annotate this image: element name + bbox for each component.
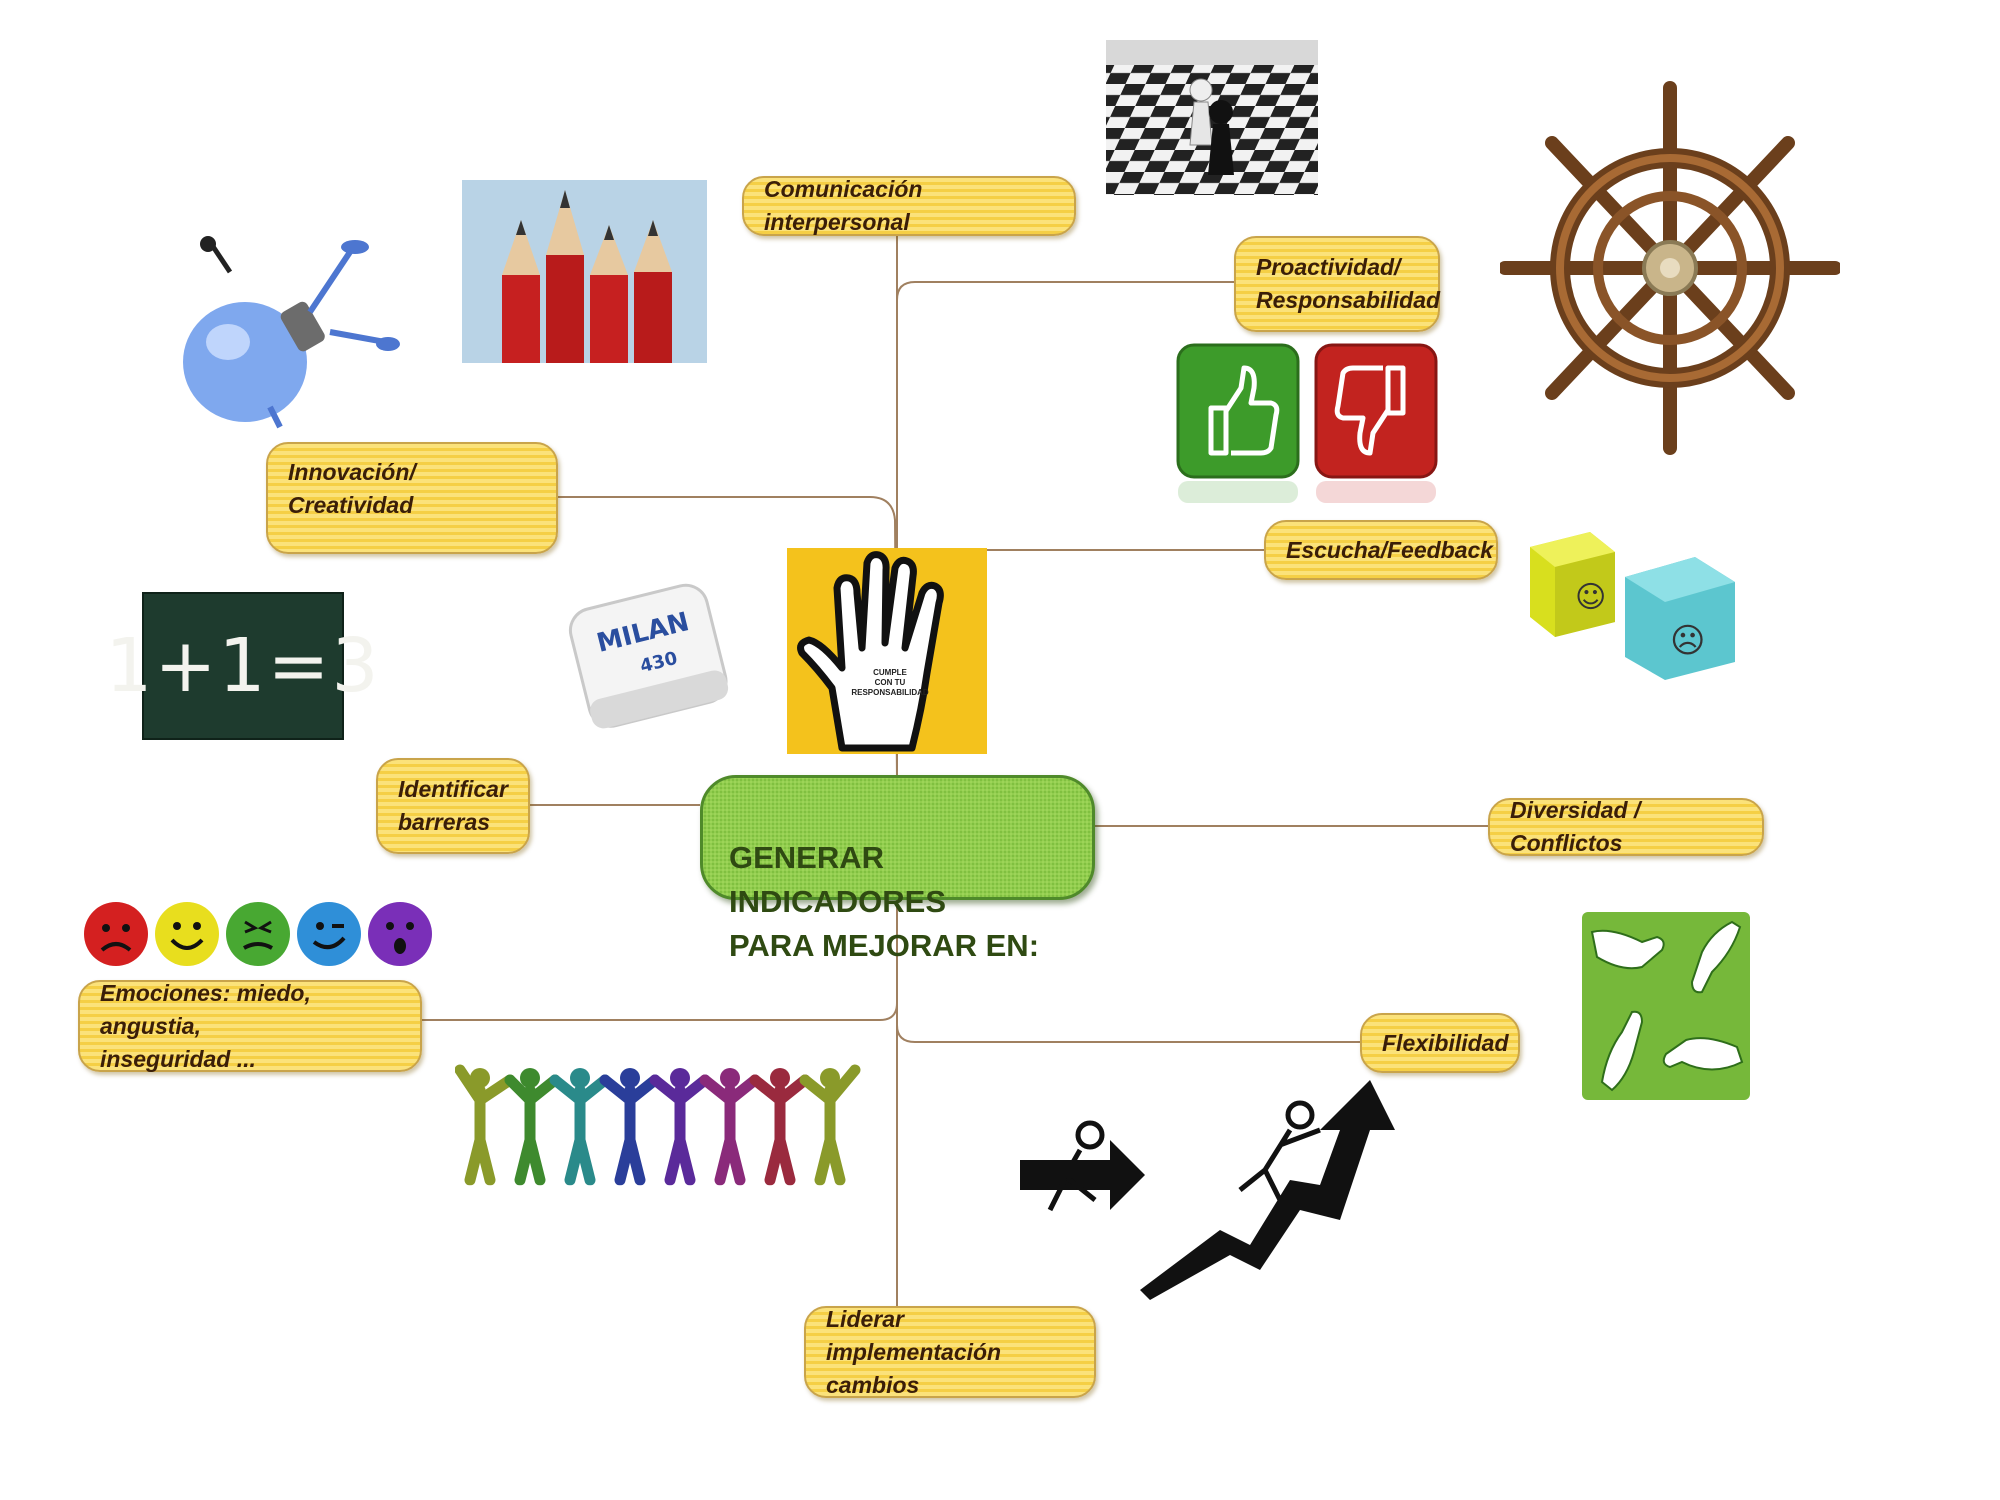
topic-diversidad-conflictos[interactable]: Diversidad / Conflictos [1488,797,1764,856]
hand-icon [797,551,944,752]
topic-label: Innovación/ Creatividad [288,459,416,518]
angry-face-icon [84,902,148,966]
wink-face-icon [297,902,361,966]
chess-image [1106,40,1318,195]
smile-face-icon: ☺ [1575,580,1606,615]
central-topic-label: GENERAR INDICADORES PARA MEJORAR EN: [729,840,1040,963]
topic-escucha-feedback[interactable]: Escucha/Feedback [1264,520,1498,580]
pawn-black-icon [1208,100,1234,175]
pencils-image [462,180,707,363]
topic-proactividad-responsabilidad[interactable]: Proactividad/ Responsabilidad [1234,236,1440,332]
pawn-white-icon [1189,78,1213,146]
topic-liderar-implementacion-cambios[interactable]: Liderar implementación cambios [804,1306,1096,1398]
topic-label: Comunicación interpersonal [764,176,923,235]
topic-label: Proactividad/ Responsabilidad [1256,254,1441,313]
ship-wheel-image [1500,81,1840,455]
chalkboard-text: 1+1=3 [105,623,381,709]
topic-comunicacion-interpersonal[interactable]: Comunicación interpersonal [742,176,1076,236]
topic-label: Liderar implementación cambios [826,1305,1002,1398]
climber-icon [1238,1100,1321,1202]
lightbulb-character-image [183,236,400,429]
thumbs-image [1176,343,1438,503]
surprised-face-icon [368,902,432,966]
topic-flexibilidad[interactable]: Flexibilidad [1360,1013,1520,1073]
thumbs-up-icon [1208,365,1280,456]
hands-icon [1590,920,1744,1092]
topic-emociones[interactable]: Emociones: miedo, angustia, inseguridad … [78,980,422,1072]
sad-face-icon: ☹ [1670,621,1705,661]
hand-text: CUMPLE CON TU RESPONSABILIDAD [851,668,929,697]
connector-flexibilidad [896,900,1362,1043]
hand-responsibility-image: CUMPLE CON TU RESPONSABILIDAD [787,548,987,754]
topic-innovacion-creatividad[interactable]: Innovación/ Creatividad [266,442,558,554]
topic-label: Diversidad / Conflictos [1510,797,1641,856]
central-topic[interactable]: GENERAR INDICADORES PARA MEJORAR EN: [700,775,1095,963]
connector-innovacion [556,496,898,781]
topic-label: Identificar barreras [398,776,508,835]
people-together-image [455,1064,885,1260]
topic-identificar-barreras[interactable]: Identificar barreras [376,758,530,854]
emotions-faces-image [84,902,432,966]
connector-proactividad [896,281,1235,780]
thumbs-down-icon [1334,365,1406,456]
topic-label: Emociones: miedo, angustia, inseguridad … [100,979,311,1072]
happy-face-icon [155,902,219,966]
disgust-face-icon [226,902,290,966]
chalkboard-image: 1+1=3 [105,592,379,740]
climbing-arrows-image [1020,1080,1395,1300]
runner-icon [1040,1120,1105,1212]
topic-label: Escucha/Feedback [1286,536,1494,563]
dice-faces-image: ☺ ☹ [1530,532,1735,680]
eraser-image [568,583,729,729]
hands-puzzle-image [1582,912,1750,1100]
topic-label: Flexibilidad [1382,1029,1509,1056]
